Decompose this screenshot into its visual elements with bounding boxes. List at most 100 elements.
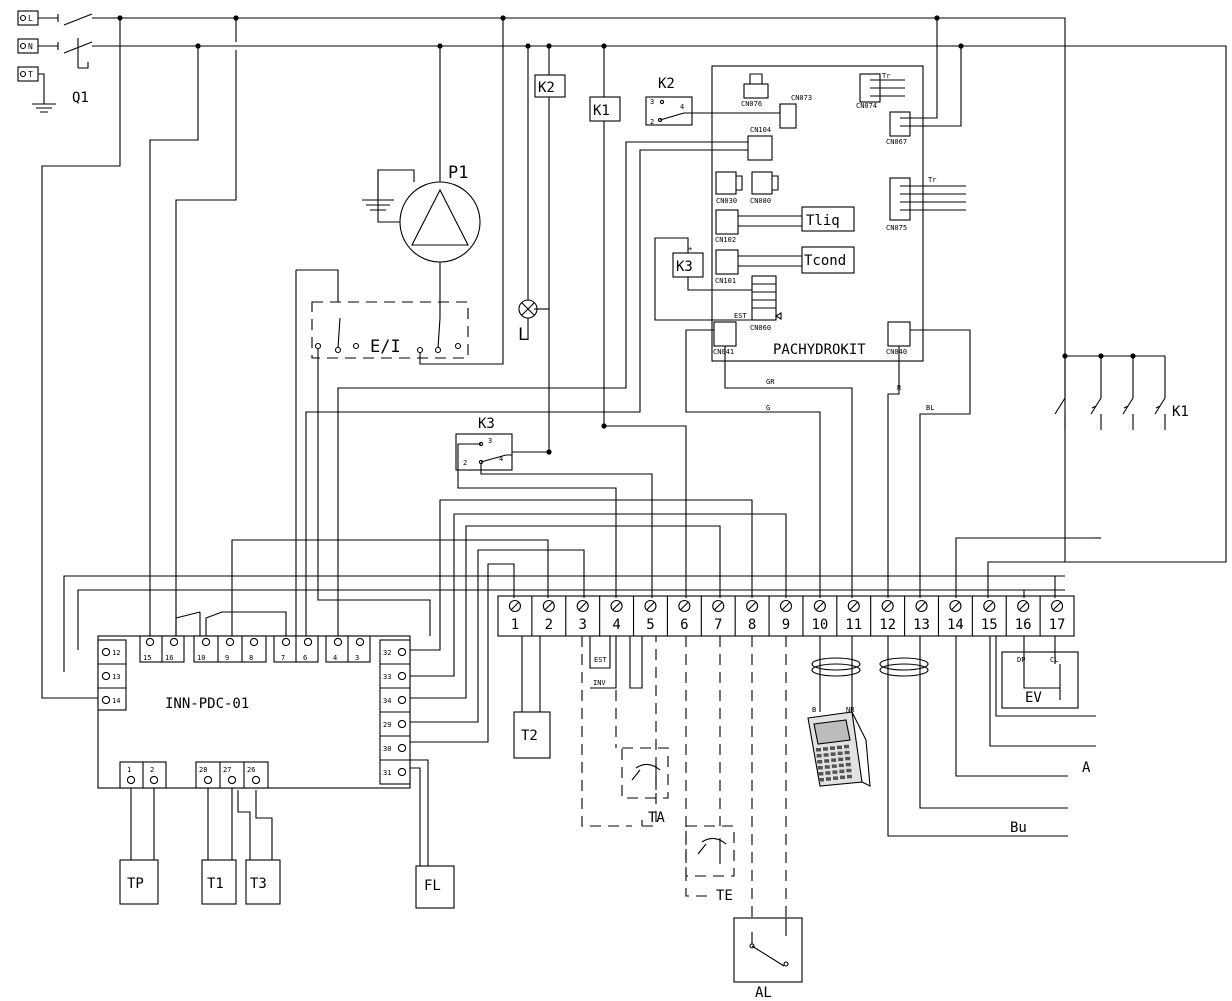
wire-33-9 bbox=[400, 513, 787, 677]
wire-cn104-4 bbox=[337, 141, 748, 636]
svg-text:B: B bbox=[812, 706, 816, 714]
wire-30-1 bbox=[400, 563, 515, 743]
bus-n-return bbox=[995, 45, 1227, 563]
svg-text:26: 26 bbox=[247, 766, 255, 774]
controller-inn-pdc-01: INN-PDC-01 15 16 10 9 8 7 6 4 3 bbox=[97, 635, 411, 789]
svg-text:28: 28 bbox=[199, 766, 207, 774]
k3-contact-label: K3 bbox=[478, 416, 495, 432]
svg-text:4: 4 bbox=[333, 654, 337, 662]
bus-a-bu: A Bu bbox=[879, 636, 1096, 837]
svg-text:32: 32 bbox=[383, 649, 391, 657]
terminal-l-label: L bbox=[28, 14, 33, 23]
ei-switch: E/I bbox=[295, 18, 504, 636]
remote-control: B NR bbox=[807, 636, 871, 787]
svg-text:CN102: CN102 bbox=[715, 236, 736, 244]
svg-text:GR: GR bbox=[766, 378, 775, 386]
svg-text:CN074: CN074 bbox=[856, 102, 877, 110]
svg-text:7: 7 bbox=[281, 654, 285, 662]
svg-text:CN040: CN040 bbox=[886, 348, 907, 356]
svg-text:2: 2 bbox=[463, 459, 467, 467]
svg-text:29: 29 bbox=[383, 721, 391, 729]
svg-text:CN041: CN041 bbox=[713, 348, 734, 356]
wire-gr bbox=[724, 346, 853, 598]
terminal-screw bbox=[508, 599, 521, 613]
wire-9-2 bbox=[231, 539, 549, 636]
lamp-label: L bbox=[518, 325, 528, 345]
svg-text:Tr: Tr bbox=[928, 176, 936, 184]
valve-ev: DP CL EV bbox=[995, 636, 1096, 717]
ei-label: E/I bbox=[370, 337, 401, 357]
wire-ctrl-16 bbox=[175, 18, 237, 636]
terminal-n-label: N bbox=[28, 42, 33, 51]
svg-text:AL: AL bbox=[755, 985, 772, 1001]
svg-text:12: 12 bbox=[112, 649, 120, 657]
k1-contactor-label: K1 bbox=[1172, 404, 1189, 420]
terminal-number: 3 bbox=[578, 617, 586, 633]
terminal-screw bbox=[1017, 599, 1030, 613]
tcond-sensor-label: Tcond bbox=[804, 253, 846, 269]
pump-circle bbox=[399, 181, 481, 263]
power-supply: L N T Q1 bbox=[17, 10, 1227, 598]
svg-text:T3: T3 bbox=[250, 876, 267, 892]
svg-text:30: 30 bbox=[383, 745, 391, 753]
bus-l bbox=[92, 17, 1066, 598]
terminal-screw bbox=[779, 599, 793, 613]
svg-text:2: 2 bbox=[150, 766, 154, 774]
wire-bl bbox=[910, 329, 971, 598]
sensor-t3: T3 bbox=[237, 790, 281, 905]
est-inv-link: EST INV bbox=[589, 636, 643, 689]
svg-text:13: 13 bbox=[112, 673, 120, 681]
svg-text:CN080: CN080 bbox=[750, 197, 771, 205]
terminal-screw bbox=[746, 599, 759, 613]
thermostat-te: TE bbox=[685, 636, 735, 904]
svg-text:1: 1 bbox=[127, 766, 131, 774]
terminal-number: 12 bbox=[879, 617, 896, 633]
svg-text:CN075: CN075 bbox=[886, 224, 907, 232]
pump-label: P1 bbox=[448, 163, 468, 183]
terminal-screw bbox=[644, 599, 657, 613]
terminal-number: 10 bbox=[811, 617, 828, 633]
svg-text:TE: TE bbox=[716, 888, 733, 904]
svg-text:Tr: Tr bbox=[882, 72, 890, 80]
tliq-sensor-label: Tliq bbox=[806, 213, 840, 229]
terminal-t-label: T bbox=[28, 70, 33, 79]
k2-coil-label: K2 bbox=[538, 80, 555, 96]
terminal-number: 9 bbox=[782, 617, 790, 633]
svg-text:3: 3 bbox=[355, 654, 359, 662]
terminal-screw bbox=[1051, 599, 1064, 613]
sensor-t1: T1 bbox=[201, 788, 237, 905]
svg-text:4: 4 bbox=[680, 103, 684, 111]
svg-text:CN073: CN073 bbox=[791, 94, 812, 102]
svg-text:14: 14 bbox=[112, 697, 120, 705]
svg-text:Bu: Bu bbox=[1010, 820, 1027, 836]
svg-text:CN104: CN104 bbox=[750, 126, 771, 134]
k1-contactor: K1 bbox=[1054, 355, 1189, 430]
terminal-number: 14 bbox=[947, 617, 964, 633]
wire-13-bus bbox=[63, 575, 1065, 672]
terminal-screw bbox=[576, 599, 589, 613]
svg-text:BL: BL bbox=[926, 404, 934, 412]
terminal-screw bbox=[712, 599, 725, 613]
terminal-screw bbox=[881, 599, 894, 613]
terminal-number: 17 bbox=[1049, 617, 1066, 633]
k3-coil-label: K3 bbox=[676, 259, 693, 275]
svg-text:9: 9 bbox=[225, 654, 229, 662]
terminal-screw bbox=[610, 599, 623, 613]
wire-34-7 bbox=[400, 525, 721, 699]
alarm-al: AL bbox=[733, 636, 803, 1001]
thermostat-ta: TA bbox=[581, 636, 669, 827]
board-name: PACHYDROKIT bbox=[773, 342, 866, 358]
k2-coil: K2 bbox=[534, 46, 566, 452]
svg-text:3: 3 bbox=[650, 98, 654, 106]
controller-top-terminals: 15 16 10 9 8 7 6 4 3 bbox=[143, 654, 359, 662]
pump-p1: P1 bbox=[362, 46, 481, 308]
lamp-l: L bbox=[518, 46, 549, 345]
svg-text:CL: CL bbox=[1050, 656, 1058, 664]
k2-contact-label: K2 bbox=[658, 76, 675, 92]
svg-text:R: R bbox=[897, 384, 902, 392]
terminal-number: 11 bbox=[845, 617, 862, 633]
svg-text:2: 2 bbox=[650, 118, 654, 126]
k1-coil-label: K1 bbox=[593, 103, 610, 119]
